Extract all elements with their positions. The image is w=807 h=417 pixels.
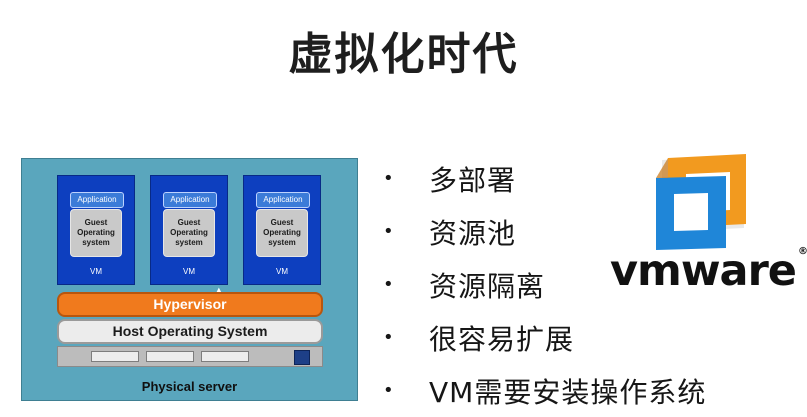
list-item-text: VM需要安装操作系统: [429, 375, 707, 409]
power-panel-icon: [294, 350, 310, 365]
list-item: • 很容易扩展: [383, 311, 706, 364]
list-item-text: 资源池: [429, 216, 517, 250]
registered-mark: ®: [797, 246, 807, 257]
bullet-icon: •: [383, 168, 394, 189]
drive-bay-icon: [146, 351, 194, 362]
host-os-layer: Host Operating System: [57, 319, 323, 344]
vm-box: Application Guest Operating system VM: [150, 175, 228, 285]
physical-server-label: Physical server: [141, 379, 238, 394]
page-title: 虚拟化时代: [288, 29, 519, 80]
vm-label: VM: [90, 267, 102, 276]
guest-os-label: Guest Operating system: [256, 209, 308, 257]
list-item-text: 很容易扩展: [429, 322, 575, 356]
mouse-cursor-icon: ▲: [215, 286, 223, 297]
drive-bay-icon: [91, 351, 139, 362]
list-item: • 多部署: [383, 152, 706, 205]
virtualization-diagram: Application Guest Operating system VM Ap…: [21, 158, 358, 401]
application-label: Application: [256, 192, 310, 208]
list-item: • 资源隔离: [383, 258, 706, 311]
vm-box: Application Guest Operating system VM: [57, 175, 135, 285]
list-item-text: 资源隔离: [429, 269, 546, 303]
bullet-icon: •: [383, 380, 394, 401]
vm-box: Application Guest Operating system VM: [243, 175, 321, 285]
guest-os-label: Guest Operating system: [163, 209, 215, 257]
vm-label: VM: [183, 267, 195, 276]
guest-os-label: Guest Operating system: [70, 209, 122, 257]
drive-bay-icon: [201, 351, 249, 362]
bullet-icon: •: [383, 327, 394, 348]
vm-label: VM: [276, 267, 288, 276]
feature-list: • 多部署 • 资源池 • 资源隔离 • 很容易扩展 • VM需要安装操作系统: [383, 152, 706, 417]
list-item: • 资源池: [383, 205, 706, 258]
list-item: • VM需要安装操作系统: [383, 364, 706, 417]
vmware-wordmark: vmware: [610, 246, 797, 296]
bullet-icon: •: [383, 274, 394, 295]
list-item-text: 多部署: [429, 163, 517, 197]
application-label: Application: [163, 192, 217, 208]
hypervisor-layer: Hypervisor: [57, 292, 323, 317]
application-label: Application: [70, 192, 124, 208]
bullet-icon: •: [383, 221, 394, 242]
vmware-logo-icon: [656, 154, 746, 250]
server-hardware: [57, 346, 323, 367]
vmware-logo-text: vmware®: [610, 246, 807, 296]
